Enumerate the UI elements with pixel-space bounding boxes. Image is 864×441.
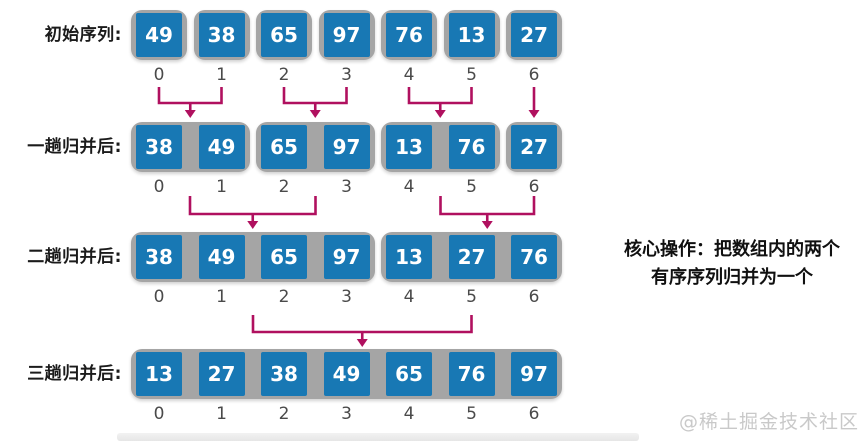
value-box: 49 <box>323 352 370 396</box>
value-box: 97 <box>323 13 370 57</box>
index-label: 1 <box>216 177 227 197</box>
merge-group: 97 <box>318 10 375 60</box>
index-label: 3 <box>341 287 352 307</box>
index-label: 6 <box>528 404 540 424</box>
value-box: 76 <box>386 13 432 57</box>
merge-group: 13 76 <box>381 122 500 172</box>
value-box: 38 <box>261 352 307 396</box>
value-box: 97 <box>323 125 370 169</box>
value-box: 49 <box>198 125 245 169</box>
merge-group: 27 <box>506 122 562 172</box>
merge-group: 38 49 <box>131 122 250 172</box>
value-box: 27 <box>198 352 245 396</box>
index-label: 3 <box>341 404 352 424</box>
arrowhead-icon <box>356 339 368 347</box>
merge-group: 13 27 38 49 65 76 97 <box>131 349 562 399</box>
bottom-strip-decoration <box>117 433 639 441</box>
index-label: 6 <box>528 65 540 85</box>
value-box: 27 <box>448 235 495 279</box>
merge-bracket-line <box>282 87 348 105</box>
index-label: 3 <box>341 65 352 85</box>
merge-group: 65 <box>256 10 312 60</box>
index-label: 5 <box>466 65 477 85</box>
value-box: 13 <box>136 352 182 396</box>
value-box: 76 <box>511 235 557 279</box>
merge-bracket-line <box>157 87 223 105</box>
index-label: 6 <box>528 177 540 197</box>
value-box: 76 <box>448 352 495 396</box>
index-label: 2 <box>278 287 290 307</box>
index-label: 5 <box>466 404 477 424</box>
value-box: 65 <box>261 13 307 57</box>
index-label: 0 <box>153 177 165 197</box>
value-box: 97 <box>323 235 370 279</box>
arrowhead-icon <box>528 110 540 118</box>
value-box: 38 <box>136 125 182 169</box>
value-box: 65 <box>261 235 307 279</box>
index-label: 5 <box>466 177 477 197</box>
note-line-2: 有序序列归并为一个 <box>651 267 813 288</box>
merge-group: 38 49 65 97 <box>131 232 375 282</box>
arrowhead-icon <box>481 221 493 229</box>
arrowhead-icon <box>309 110 321 118</box>
note-line-1: 核心操作：把数组内的两个 <box>624 239 840 260</box>
value-box: 49 <box>136 13 182 57</box>
row-label-1: 一趟归并后: <box>27 137 122 157</box>
index-label: 1 <box>216 404 227 424</box>
value-box: 97 <box>511 352 557 396</box>
index-label: 2 <box>278 404 290 424</box>
value-box: 49 <box>198 235 245 279</box>
merge-bracket-line <box>188 196 317 216</box>
index-label: 6 <box>528 287 540 307</box>
arrowhead-icon <box>247 221 259 229</box>
watermark-text: @稀土掘金技术社区 <box>678 411 859 433</box>
index-label: 5 <box>466 287 477 307</box>
value-box: 65 <box>386 352 432 396</box>
value-box: 76 <box>448 125 495 169</box>
value-box: 38 <box>136 235 182 279</box>
index-label: 4 <box>403 404 415 424</box>
row-label-0: 初始序列: <box>44 25 122 45</box>
value-box: 38 <box>198 13 245 57</box>
index-label: 2 <box>278 177 290 197</box>
merge-bracket-line <box>439 196 536 216</box>
arrowhead-icon <box>184 110 196 118</box>
merge-group: 13 <box>443 10 500 60</box>
value-box: 13 <box>448 13 495 57</box>
index-label: 4 <box>403 65 415 85</box>
merge-group: 76 <box>381 10 437 60</box>
arrowhead-icon <box>434 110 446 118</box>
index-label: 4 <box>403 177 415 197</box>
core-operation-note: 核心操作：把数组内的两个 有序序列归并为一个 <box>600 236 864 292</box>
value-box: 13 <box>386 125 432 169</box>
value-box: 13 <box>386 235 432 279</box>
merge-group: 38 <box>193 10 250 60</box>
index-label: 1 <box>216 287 227 307</box>
merge-group: 27 <box>506 10 562 60</box>
merge-group: 49 <box>131 10 187 60</box>
index-label: 3 <box>341 177 352 197</box>
index-label: 0 <box>153 287 165 307</box>
index-label: 0 <box>153 404 165 424</box>
index-label: 0 <box>153 65 165 85</box>
row-label-2: 二趟归并后: <box>27 247 122 267</box>
index-label: 2 <box>278 65 290 85</box>
merge-group: 65 97 <box>256 122 375 172</box>
value-box: 27 <box>511 13 557 57</box>
merge-group: 13 27 76 <box>381 232 562 282</box>
merge-bracket-line <box>407 87 473 105</box>
value-box: 27 <box>511 125 557 169</box>
value-box: 65 <box>261 125 307 169</box>
index-label: 1 <box>216 65 227 85</box>
index-label: 4 <box>403 287 415 307</box>
merge-bracket-line <box>251 315 473 334</box>
row-label-3: 三趟归并后: <box>27 364 122 384</box>
